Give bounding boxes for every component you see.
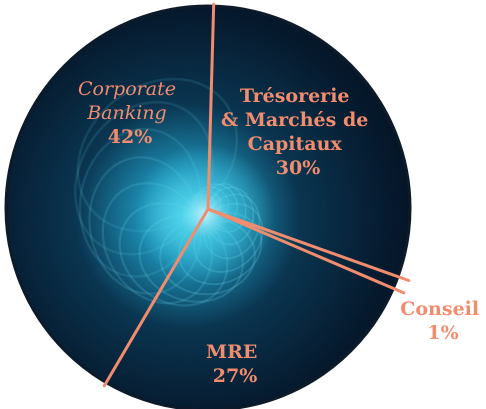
label-tresorerie: Trésorerie & Marchés de Capitaux 30% — [221, 85, 375, 179]
label-mre: MRE 27% — [206, 341, 264, 387]
label-corporate-banking: Corporate Banking 42% — [78, 78, 182, 148]
slice-dividers — [102, 2, 411, 388]
slice-divider — [102, 207, 210, 388]
slice-divider — [206, 207, 406, 295]
slice-labels: Trésorerie & Marchés de Capitaux 30% Con… — [78, 78, 485, 387]
slice-divider — [206, 2, 216, 211]
slice-divider — [206, 207, 411, 282]
label-conseil: Conseil 1% — [400, 298, 485, 344]
